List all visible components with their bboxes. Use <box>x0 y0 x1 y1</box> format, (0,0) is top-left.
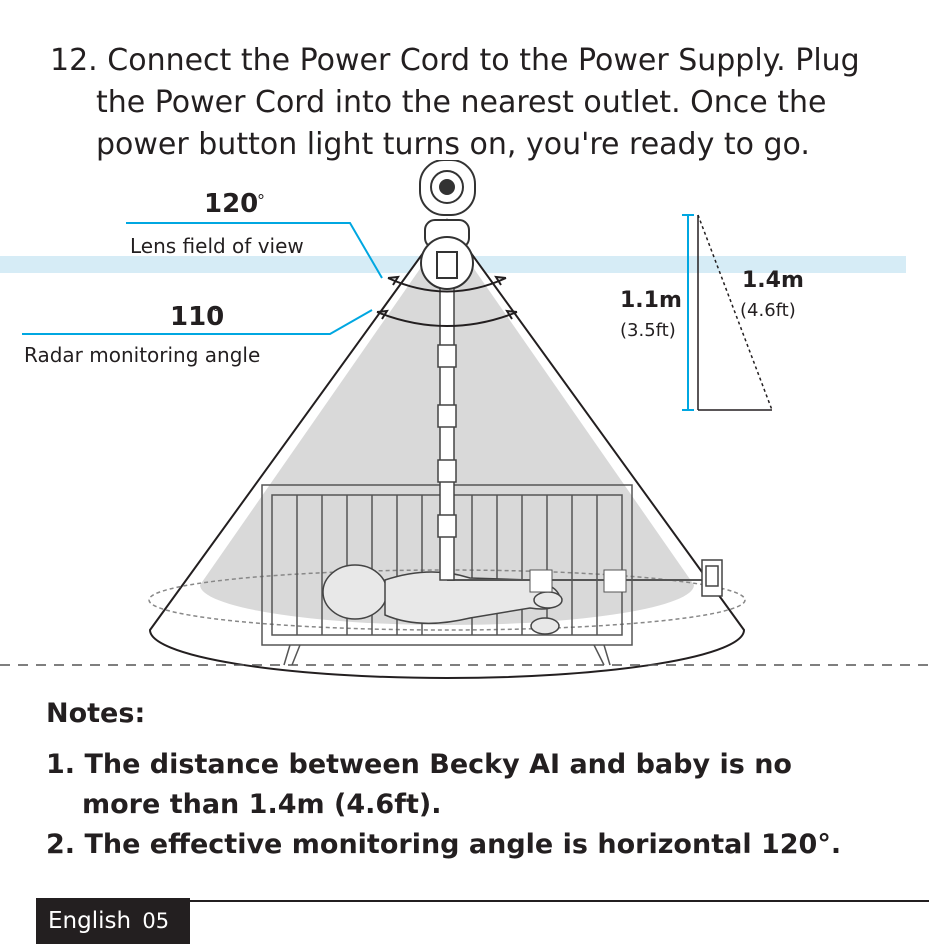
lens-callout-line <box>126 222 383 279</box>
camera-stand <box>437 279 457 581</box>
lens-label: Lens field of view <box>130 234 304 258</box>
step-number: 12. <box>50 43 98 78</box>
floor-ellipse <box>148 569 746 631</box>
lens-angle-value: 120 <box>204 189 258 219</box>
camera-device <box>419 160 476 290</box>
lens-degree-symbol: ° <box>257 191 265 210</box>
crib-illustration <box>261 484 633 666</box>
footer-rule <box>190 900 929 902</box>
step-line-3: power button light turns on, you're read… <box>96 127 810 162</box>
notes-heading: Notes: <box>46 698 145 729</box>
plug-clip <box>603 569 627 593</box>
notes-title: Notes <box>46 698 135 729</box>
footer-badge: English 05 <box>36 898 190 944</box>
height-imperial: (3.5ft) <box>620 320 676 341</box>
cord-clip <box>529 569 553 593</box>
note-item-1: 1. The distance between Becky AI and bab… <box>46 745 916 825</box>
radar-callout-line <box>22 309 373 335</box>
distance-value: 1.4m <box>742 268 804 293</box>
radar-angle-value: 110 <box>170 302 224 332</box>
note-2-text: 2. The effective monitoring angle is hor… <box>46 829 842 860</box>
angle-arcs <box>376 275 518 327</box>
power-outlet <box>701 559 723 597</box>
step-instruction: 12. Connect the Power Cord to the Power … <box>50 40 920 166</box>
baby-illustration <box>322 564 563 635</box>
notes-colon: : <box>134 698 146 729</box>
camera-field-of-view-diagram: 120 ° Lens field of view 110 ° Radar mon… <box>0 160 929 679</box>
note-1-line-1: 1. The distance between Becky AI and bab… <box>46 749 792 780</box>
page-number: 05 <box>142 909 170 933</box>
notes-list: 1. The distance between Becky AI and bab… <box>46 745 916 865</box>
step-line-2: the Power Cord into the nearest outlet. … <box>96 85 827 120</box>
radar-label: Radar monitoring angle <box>24 343 260 367</box>
distance-triangle <box>697 214 773 411</box>
footer-language: English <box>48 908 132 934</box>
height-value: 1.1m <box>620 288 682 313</box>
radar-degree-symbol: ° <box>212 303 220 322</box>
step-line-1: Connect the Power Cord to the Power Supp… <box>107 43 860 78</box>
note-item-2: 2. The effective monitoring angle is hor… <box>46 825 916 865</box>
distance-imperial: (4.6ft) <box>740 300 796 321</box>
note-1-line-2: more than 1.4m (4.6ft). <box>82 789 442 820</box>
height-indicator <box>682 214 694 411</box>
